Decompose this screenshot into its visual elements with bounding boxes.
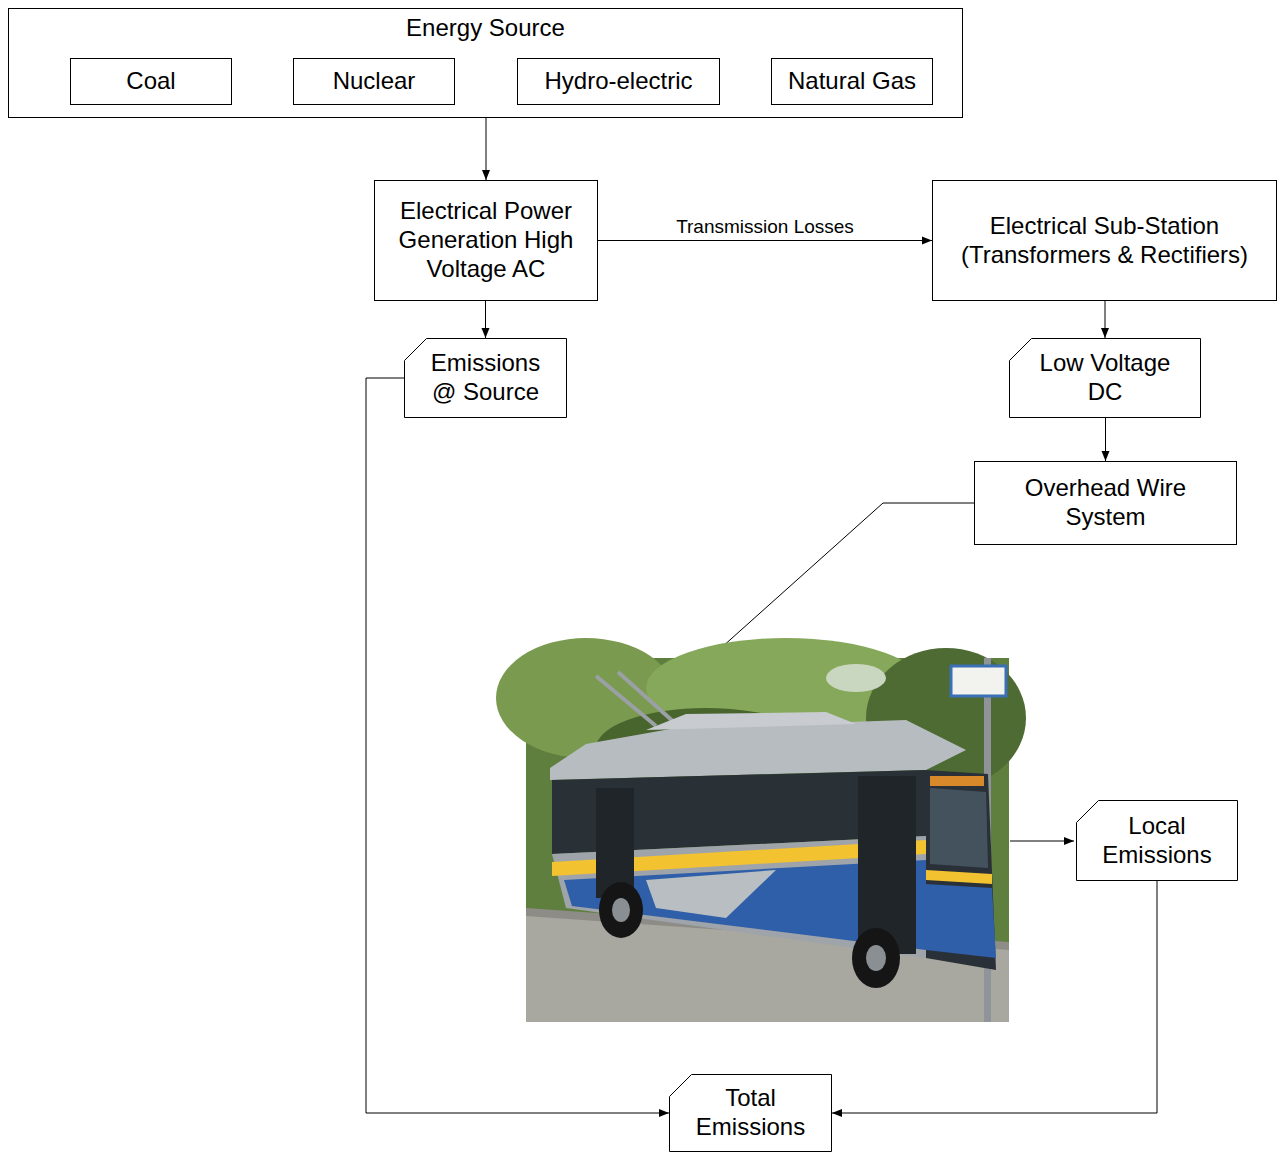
trolley-pole — [596, 676, 656, 726]
node-label: Electrical Sub-Station (Transformers & R… — [947, 212, 1262, 270]
process-box: Electrical Power Generation High Voltage… — [374, 180, 598, 301]
source-box: Nuclear — [293, 58, 455, 105]
card-outline-path — [1077, 801, 1238, 881]
bus-wheel — [852, 928, 900, 988]
node-label: Hydro-electric — [544, 67, 692, 96]
edge-label: Transmission Losses — [673, 216, 857, 239]
bus-door — [858, 776, 916, 954]
bus-front — [926, 770, 996, 970]
output-card: Total Emissions — [669, 1074, 832, 1152]
bus-door — [596, 788, 634, 898]
bus-front-lower — [926, 884, 996, 958]
bus-wheel — [599, 882, 643, 938]
flow-arrow — [366, 378, 669, 1113]
card-outline-path — [405, 339, 567, 418]
node-label: Electrical Power Generation High Voltage… — [389, 197, 583, 283]
process-box: Overhead Wire System — [974, 461, 1237, 545]
output-card: Emissions @ Source — [404, 338, 567, 418]
flow-arrow — [486, 118, 487, 180]
bus-grey-swoosh — [646, 870, 776, 918]
bus-destination-sign — [930, 776, 984, 786]
flow-arrow — [1105, 418, 1106, 461]
card-outline-path — [670, 1075, 832, 1152]
output-card: Local Emissions — [1076, 800, 1238, 881]
sky-patch — [826, 664, 886, 692]
node-label: Total Emissions — [683, 1084, 818, 1142]
leader-arrow — [712, 503, 974, 656]
source-box: Natural Gas — [771, 58, 933, 105]
bus-windshield — [930, 788, 988, 868]
flow-arrow — [832, 881, 1157, 1113]
sign-plate — [951, 666, 1006, 696]
flow-arrow — [1105, 301, 1106, 338]
node-label: Nuclear — [333, 67, 416, 96]
bus-hubcap — [866, 945, 886, 971]
source-box: Coal — [70, 58, 232, 105]
group-title: Energy Source — [406, 14, 565, 43]
bus-hubcap — [612, 898, 630, 922]
node-label: Overhead Wire System — [989, 474, 1222, 532]
bus-roof-pod — [646, 712, 856, 730]
node-label: Coal — [126, 67, 175, 96]
process-box: Electrical Sub-Station (Transformers & R… — [932, 180, 1277, 301]
bus-front-stripe — [926, 870, 992, 884]
source-box: Hydro-electric — [517, 58, 720, 105]
leader-arrow — [1010, 841, 1074, 842]
flow-arrow — [485, 301, 486, 338]
trolleybus-photo — [496, 638, 1026, 1022]
node-label: Emissions @ Source — [418, 349, 553, 407]
node-label: Low Voltage DC — [1023, 349, 1187, 407]
node-label: Local Emissions — [1090, 812, 1224, 870]
output-card: Low Voltage DC — [1009, 338, 1201, 418]
card-outline-path — [1010, 339, 1201, 418]
trolley-pole — [618, 672, 676, 724]
energy-source-group: Energy SourceCoal Nuclear Hydro-electric Na… — [8, 8, 963, 118]
flow-arrow — [598, 240, 932, 241]
node-label: Natural Gas — [788, 67, 916, 96]
